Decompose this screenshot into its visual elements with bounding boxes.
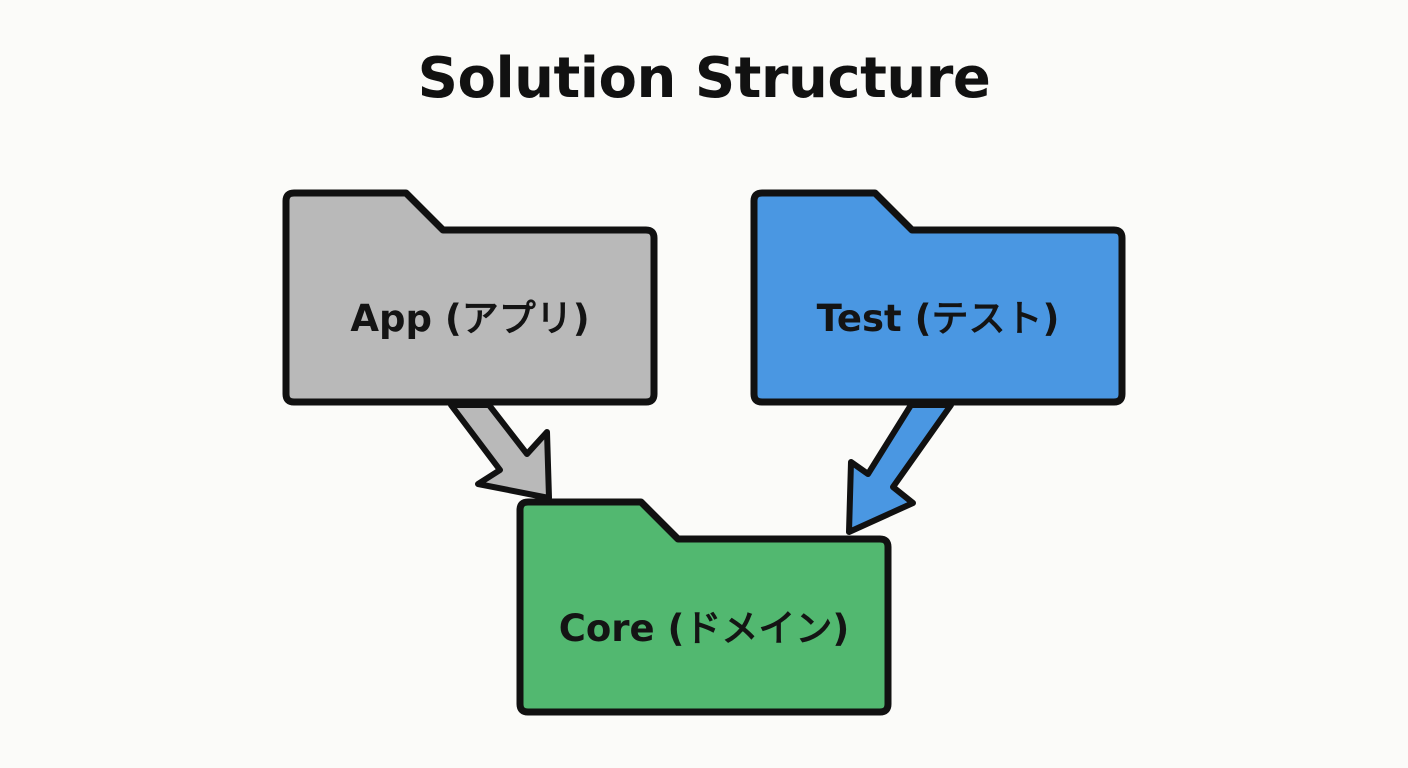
diagram-title: Solution Structure bbox=[417, 46, 991, 111]
folder-test-icon bbox=[750, 189, 1126, 406]
folder-test-label: Test (テスト) bbox=[817, 297, 1060, 340]
folder-app[interactable]: App (アプリ) bbox=[282, 189, 658, 406]
arrow-test-to-core bbox=[846, 402, 954, 535]
folder-app-icon bbox=[282, 189, 658, 406]
folder-test[interactable]: Test (テスト) bbox=[750, 189, 1126, 406]
arrow-app-to-core bbox=[448, 402, 552, 501]
folder-app-label: App (アプリ) bbox=[350, 297, 589, 340]
folder-core[interactable]: Core (ドメイン) bbox=[516, 498, 892, 716]
folder-core-icon bbox=[516, 498, 892, 716]
folder-core-label: Core (ドメイン) bbox=[559, 607, 850, 650]
